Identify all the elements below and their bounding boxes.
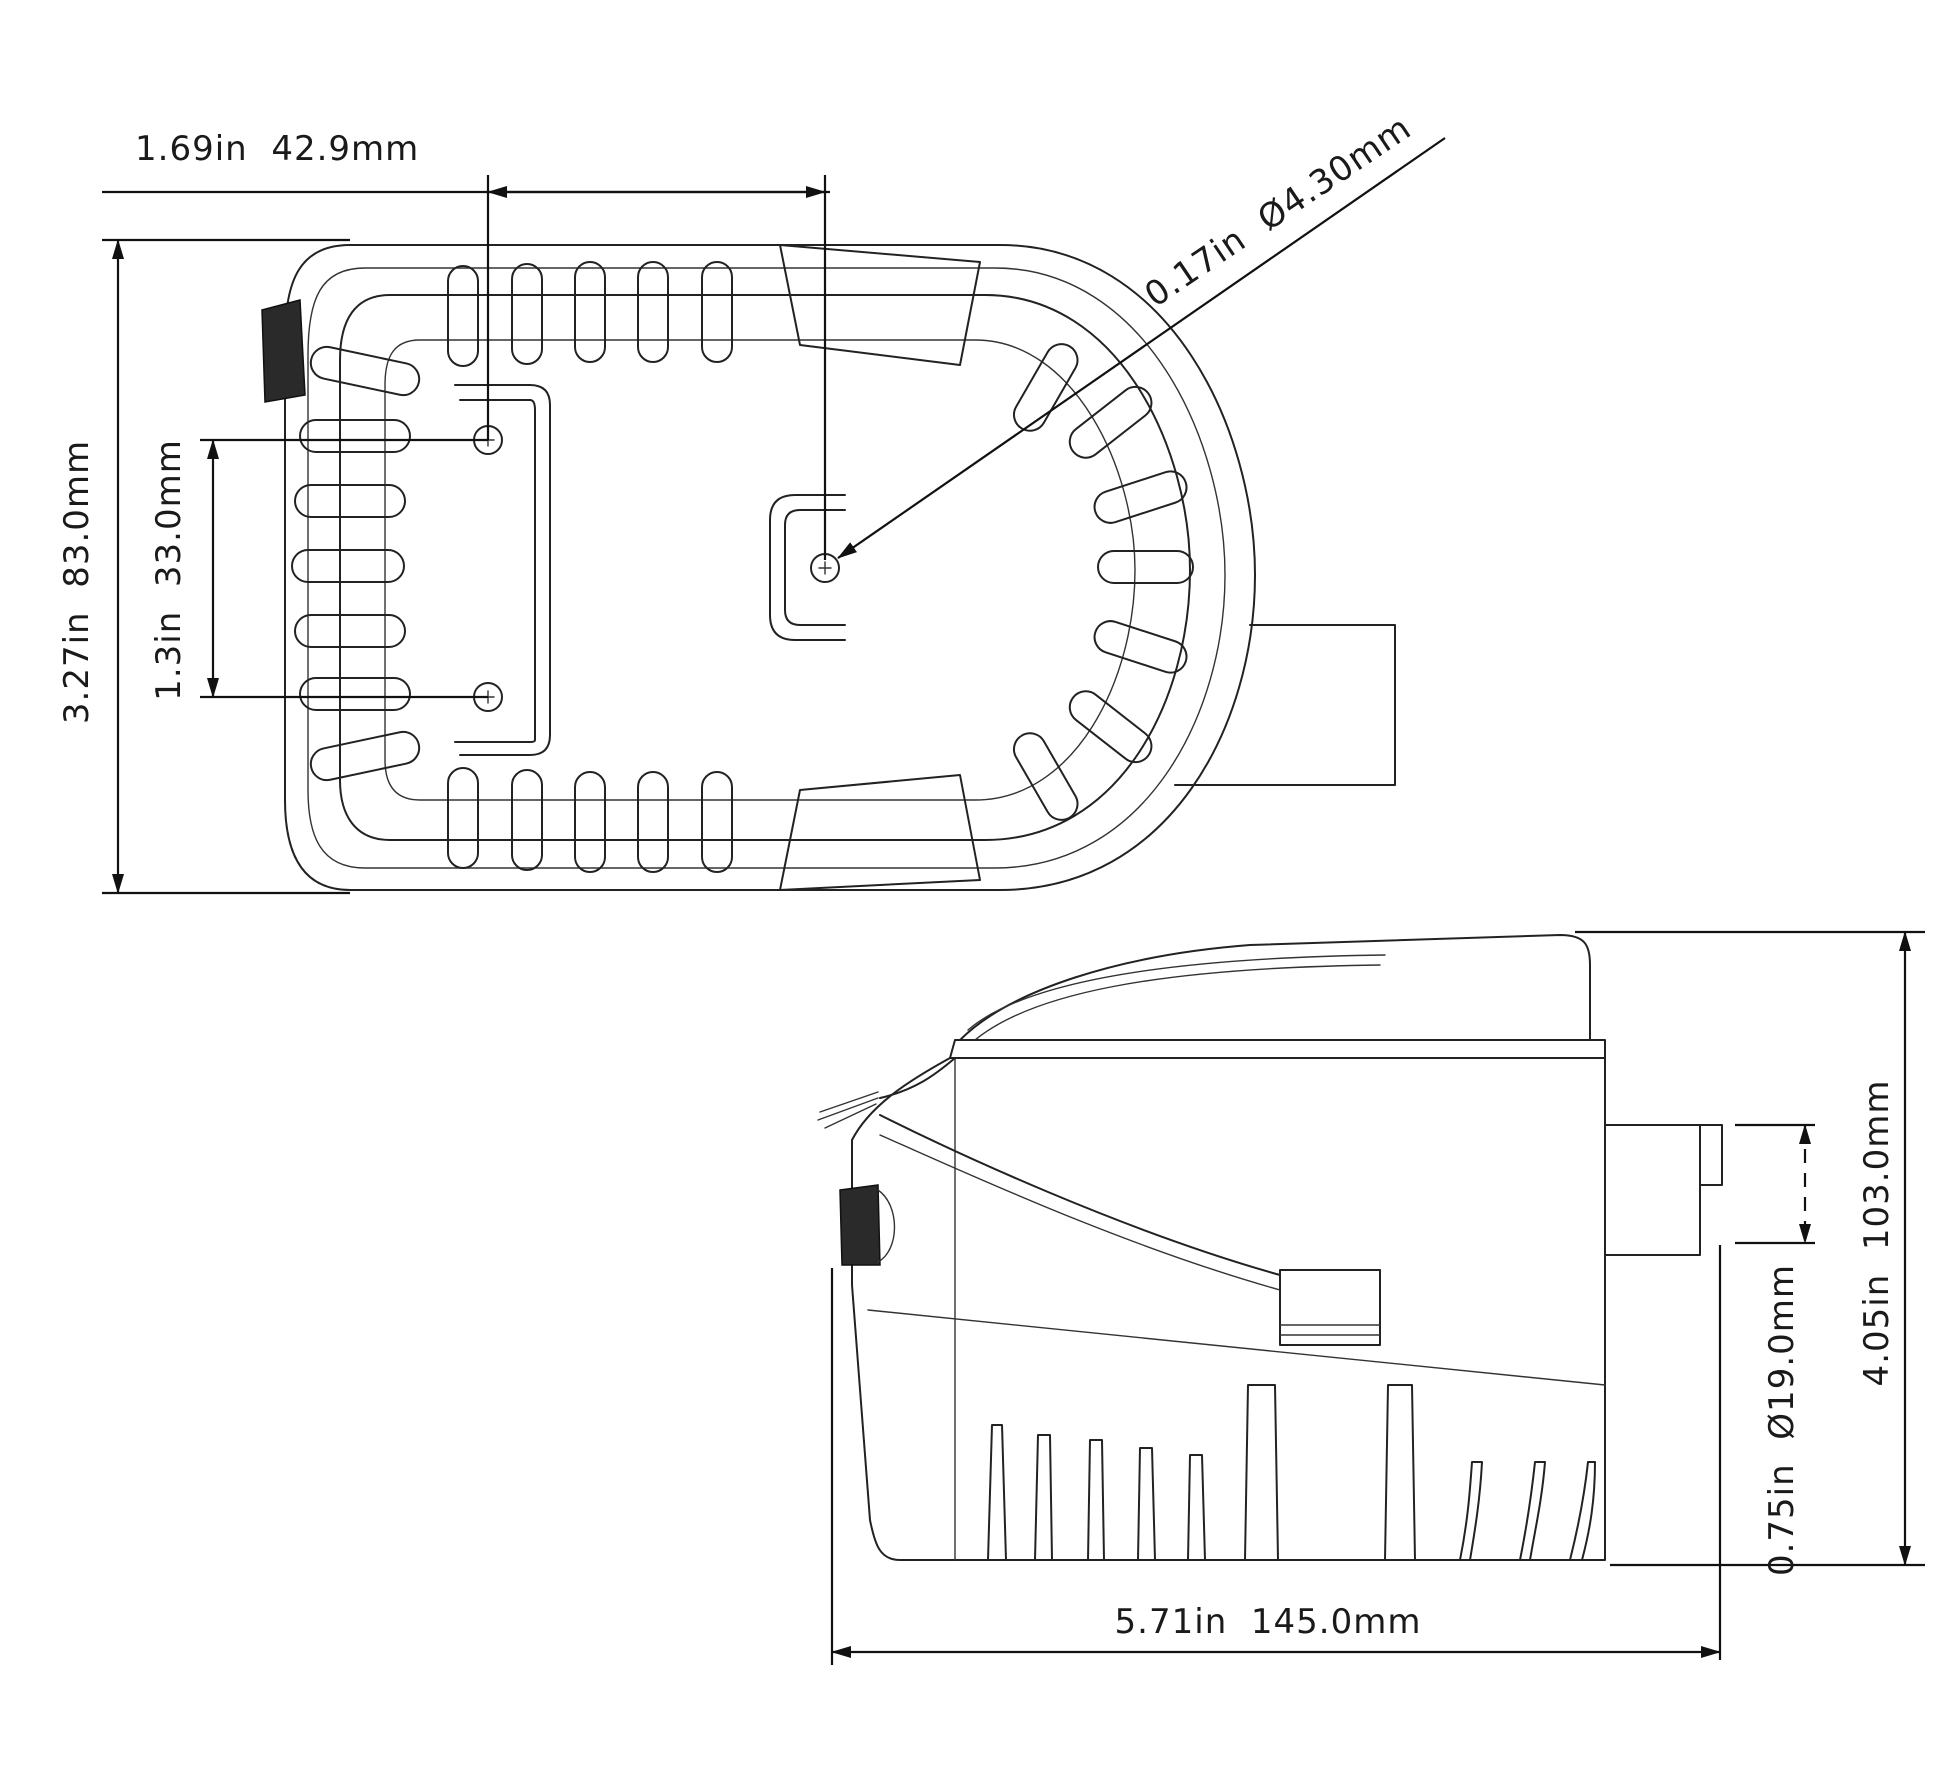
top-mount-pad <box>779 244 981 366</box>
bottom-mount-pad <box>779 774 981 891</box>
left-intake-slots <box>291 345 421 782</box>
center-bracket <box>769 494 846 641</box>
label-outlet-diameter: 0.75in Ø19.0mm <box>1762 1264 1802 1576</box>
label-top-width: 1.69in 42.9mm <box>135 129 419 169</box>
right-intake-slots <box>1013 343 1194 821</box>
side-view-switch-box <box>1279 1269 1381 1346</box>
top-view-intake-ring <box>384 339 1136 801</box>
side-view <box>817 934 1723 1561</box>
label-hole-spacing: 1.3in 33.0mm <box>149 439 189 701</box>
label-overall-length: 5.71in 145.0mm <box>1115 1602 1422 1642</box>
side-view-intake-fins <box>987 1384 1596 1561</box>
side-view-cable <box>879 1057 956 1099</box>
top-intake-slots <box>447 261 733 367</box>
side-view-cap <box>959 934 1591 1041</box>
side-view-body <box>851 1057 1606 1561</box>
bottom-intake-slots <box>447 767 733 873</box>
side-view-outlet-tip <box>1699 1124 1723 1186</box>
top-view-outlet-nozzle <box>1174 624 1396 786</box>
top-view <box>261 244 1396 891</box>
top-view-inner-rim <box>339 294 1191 841</box>
left-bracket <box>454 384 551 756</box>
dimension-lines <box>102 137 1925 1665</box>
label-hole-diameter: 0.17in Ø4.30mm <box>1138 108 1419 316</box>
top-view-inner-shell <box>307 267 1226 869</box>
side-view-cap-rim <box>949 1039 1606 1059</box>
top-view-switch-knob <box>261 299 306 403</box>
side-view-switch-knob <box>839 1184 881 1266</box>
label-overall-height-side: 4.05in 103.0mm <box>1857 1080 1897 1387</box>
side-view-outlet <box>1604 1124 1701 1256</box>
label-overall-height-top: 3.27in 83.0mm <box>57 440 97 724</box>
dimension-labels: 1.69in 42.9mm 0.17in Ø4.30mm 3.27in 83.0… <box>57 108 1897 1642</box>
